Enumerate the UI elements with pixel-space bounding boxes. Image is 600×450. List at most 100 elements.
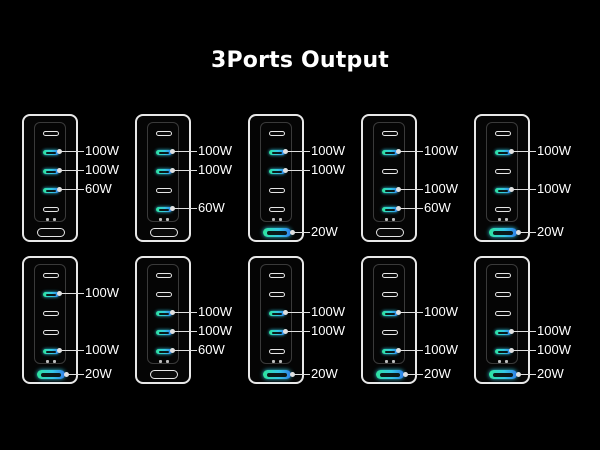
leader-line — [170, 206, 197, 211]
active-usb-c-port-3 — [495, 330, 511, 335]
active-usb-a-port — [489, 228, 517, 237]
usb-c-port-4 — [495, 207, 511, 212]
charger-8 — [248, 256, 304, 384]
wattage-label: 100W — [424, 143, 458, 158]
active-usb-c-port-1 — [382, 150, 398, 155]
port-panel — [147, 122, 179, 222]
leader-line — [57, 168, 84, 173]
leader-line — [396, 187, 423, 192]
port-mark-icon — [159, 217, 169, 221]
leader-line — [57, 187, 84, 192]
leader-line — [283, 329, 310, 334]
active-usb-c-port-1 — [269, 150, 285, 155]
port-panel — [260, 122, 292, 222]
leader-line — [396, 149, 423, 154]
port-mark-icon — [159, 359, 169, 363]
port-mark-icon — [46, 359, 56, 363]
usb-c-port-1 — [156, 292, 172, 297]
port-mark-icon — [272, 217, 282, 221]
wattage-label: 100W — [198, 304, 232, 319]
leader-line — [170, 168, 197, 173]
leader-line — [57, 348, 84, 353]
wattage-label: 100W — [311, 143, 345, 158]
charger-7 — [135, 256, 191, 384]
active-usb-c-port-2 — [156, 169, 172, 174]
usb-c-port-1 — [495, 292, 511, 297]
charger-9 — [361, 256, 417, 384]
usb-c-port-0 — [156, 273, 172, 278]
page-title: 3Ports Output — [210, 48, 390, 73]
wattage-label: 100W — [537, 342, 571, 357]
port-mark-icon — [385, 359, 395, 363]
port-panel — [373, 122, 405, 222]
active-usb-c-port-3 — [156, 330, 172, 335]
wattage-label: 60W — [424, 200, 451, 215]
wattage-label: 60W — [198, 200, 225, 215]
usb-c-port-0 — [43, 131, 59, 136]
leader-line — [290, 372, 310, 377]
active-usb-a-port — [263, 370, 291, 379]
usb-c-port-1 — [382, 292, 398, 297]
usb-a-port — [150, 370, 178, 379]
wattage-label: 100W — [537, 323, 571, 338]
usb-a-port — [376, 228, 404, 237]
leader-line — [396, 310, 423, 315]
port-mark-icon — [46, 217, 56, 221]
leader-line — [170, 329, 197, 334]
active-usb-c-port-1 — [43, 150, 59, 155]
active-usb-c-port-2 — [382, 311, 398, 316]
wattage-label: 100W — [198, 323, 232, 338]
leader-line — [170, 348, 197, 353]
charger-5 — [474, 114, 530, 242]
active-usb-c-port-1 — [43, 292, 59, 297]
usb-c-port-0 — [43, 273, 59, 278]
wattage-label: 100W — [85, 143, 119, 158]
port-panel — [260, 264, 292, 364]
leader-line — [396, 348, 423, 353]
leader-line — [516, 230, 536, 235]
usb-c-port-0 — [269, 131, 285, 136]
charger-10 — [474, 256, 530, 384]
active-usb-c-port-3 — [495, 188, 511, 193]
usb-c-port-3 — [382, 330, 398, 335]
active-usb-c-port-3 — [43, 188, 59, 193]
usb-c-port-0 — [382, 131, 398, 136]
wattage-label: 20W — [537, 366, 564, 381]
wattage-label: 100W — [85, 342, 119, 357]
active-usb-a-port — [37, 370, 65, 379]
usb-c-port-0 — [495, 273, 511, 278]
wattage-label: 100W — [85, 285, 119, 300]
active-usb-c-port-4 — [382, 207, 398, 212]
wattage-label: 100W — [311, 162, 345, 177]
usb-c-port-4 — [43, 207, 59, 212]
leader-line — [509, 187, 536, 192]
active-usb-a-port — [263, 228, 291, 237]
leader-line — [283, 168, 310, 173]
active-usb-c-port-1 — [495, 150, 511, 155]
usb-a-port — [150, 228, 178, 237]
wattage-label: 100W — [311, 304, 345, 319]
wattage-label: 100W — [424, 342, 458, 357]
active-usb-c-port-1 — [156, 150, 172, 155]
usb-c-port-2 — [495, 311, 511, 316]
wattage-label: 100W — [85, 162, 119, 177]
usb-c-port-0 — [269, 273, 285, 278]
wattage-label: 100W — [424, 181, 458, 196]
leader-line — [509, 348, 536, 353]
port-mark-icon — [385, 217, 395, 221]
active-usb-c-port-3 — [382, 188, 398, 193]
port-panel — [486, 264, 518, 364]
usb-c-port-4 — [269, 207, 285, 212]
usb-c-port-0 — [156, 131, 172, 136]
active-usb-a-port — [376, 370, 404, 379]
wattage-label: 100W — [311, 323, 345, 338]
wattage-label: 20W — [85, 366, 112, 381]
usb-c-port-2 — [43, 311, 59, 316]
wattage-label: 60W — [85, 181, 112, 196]
wattage-label: 100W — [537, 143, 571, 158]
usb-c-port-2 — [495, 169, 511, 174]
leader-line — [283, 149, 310, 154]
wattage-label: 20W — [537, 224, 564, 239]
active-usb-c-port-4 — [156, 349, 172, 354]
leader-line — [170, 310, 197, 315]
